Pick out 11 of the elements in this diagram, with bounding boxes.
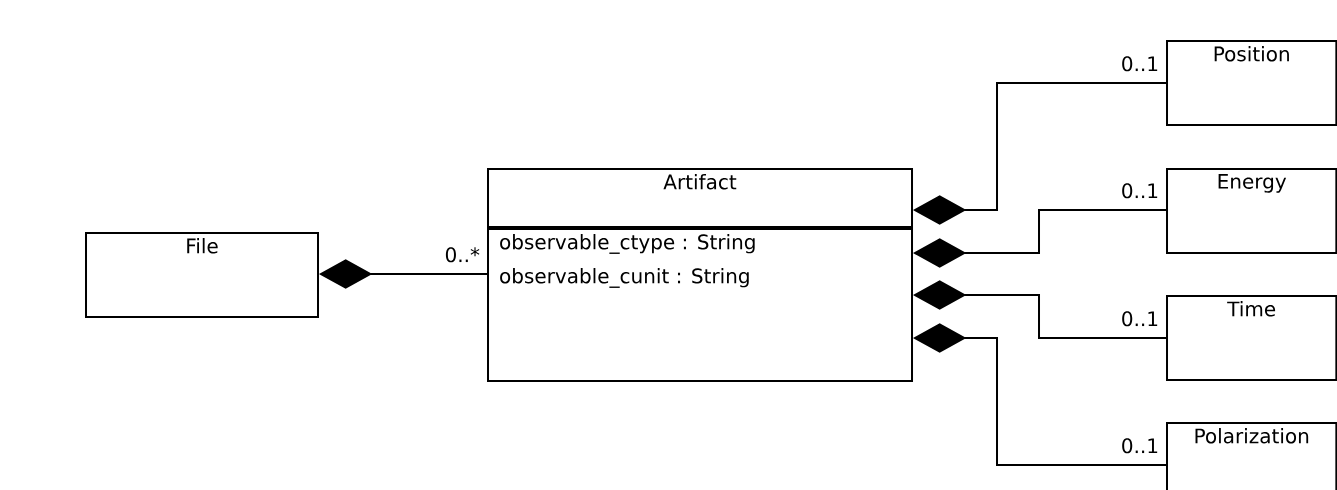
multiplicity-label: 0..1 bbox=[1122, 438, 1158, 454]
class-box: Position bbox=[1166, 40, 1337, 126]
multiplicity-label: 0..* bbox=[445, 247, 480, 263]
class-box: File bbox=[85, 232, 319, 318]
class-box: Energy bbox=[1166, 168, 1337, 254]
multiplicity-label: 0..1 bbox=[1122, 183, 1158, 199]
class-box: Polarization bbox=[1166, 422, 1337, 490]
class-box: Artifact observable_ctype : String observable_cunit : String bbox=[487, 168, 913, 382]
multiplicity-label: 0..1 bbox=[1122, 56, 1158, 72]
class-box: Time bbox=[1166, 295, 1337, 381]
multiplicity-label: 0..1 bbox=[1122, 311, 1158, 327]
